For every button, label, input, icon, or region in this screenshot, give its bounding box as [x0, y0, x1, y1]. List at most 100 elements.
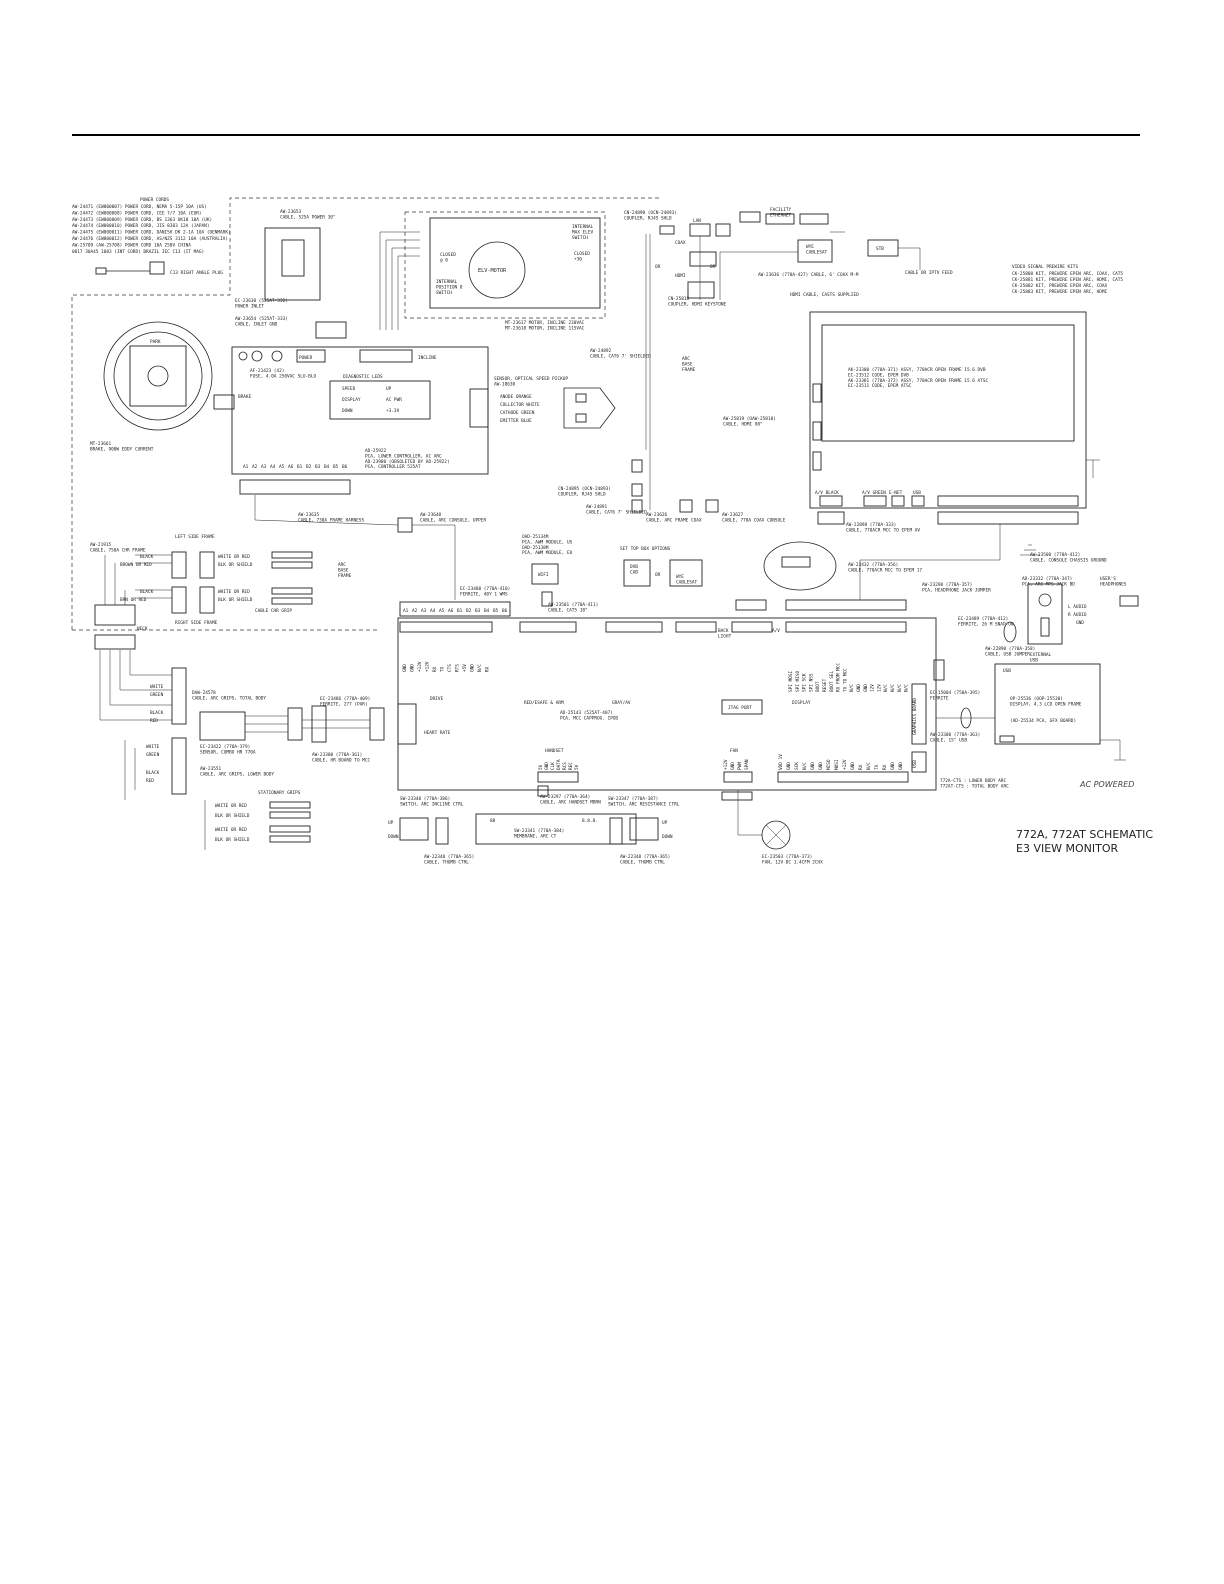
lower-ctrl-pin: B4 [324, 464, 330, 470]
or-label-3: OR [655, 572, 661, 578]
power-cord-item: AW-24472 (EW800008) POWER CORD, CEE 7/7 … [72, 210, 202, 216]
display-signal: RX FROM MCC [836, 663, 842, 692]
drive-signal: GND [402, 664, 408, 672]
gray-av-label: GRAY/AV [612, 700, 631, 706]
ac-powered-note: AC POWERED [1079, 780, 1134, 789]
handset-signal: 5V [538, 764, 544, 770]
drive-label: DRIVE [430, 696, 444, 702]
wire-blk-shield-4: BLK OR SHIELD [215, 837, 250, 843]
red-estafe-label: RED/ESAFE & ARM [524, 700, 564, 706]
wire-white-red-3: WHITE OR RED [215, 803, 247, 809]
drive-signal: RX [432, 666, 438, 672]
cathode-label: CATHODE GREEN [500, 410, 535, 416]
lower-signal: RX [882, 764, 888, 770]
mcc-top-pin: A5 [439, 608, 445, 614]
lower-ctrl-pin: B6 [342, 464, 348, 470]
lower-signal: +12V [842, 759, 848, 770]
wire-black-3: BLACK [150, 710, 164, 716]
diag-led-item: UP [386, 386, 392, 392]
fan-signal: GND [730, 762, 736, 770]
wire-blk-shield-3: BLK OR SHIELD [215, 813, 250, 819]
mcc-board-label: AD-25143 (525AT-407)PCA, MCC CAPPROG. IP… [560, 710, 619, 721]
wire-white-red-4: WHITE OR RED [215, 827, 247, 833]
display-signal: 12V [870, 684, 876, 692]
lower-ctrl-pin: A4 [270, 464, 276, 470]
display-assy-label: AK-23380 (770A-371) ASSY, 770ACR OPEN FR… [848, 367, 988, 389]
lower-signal: N/C [802, 762, 808, 770]
display-signal: SPI MOSI [788, 670, 794, 692]
down-label-right: DOWN [662, 834, 673, 840]
neck-label: NECK [137, 626, 148, 632]
thumb-left-label: AW-22348 (770A-365)CABLE, THUMB CTRL [424, 854, 474, 865]
display-signal: SPI SCK [802, 673, 808, 692]
video-kit-item: CK-25881 KIT, PREWIRE EPEN ARC, HDMI, CA… [1012, 277, 1123, 283]
display-888-label: 8.8.8. [582, 818, 598, 824]
coupler-shld-label: CN-24895 (OCN-24893)COUPLER, RJ45 SHLD [558, 486, 611, 497]
power-cord-item: AW-24475 (EW800011) POWER CORD, DANISH D… [72, 230, 231, 236]
display-signal: BOOT [815, 681, 821, 692]
display-signal: BOOT SEL [829, 670, 835, 692]
lower-ctrl-pin: B1 [297, 464, 303, 470]
gnd-label: GND [1076, 620, 1084, 626]
drive-signal: CTS [447, 664, 453, 672]
mcc-top-pin: A2 [412, 608, 418, 614]
membrane-label: SW-23341 (770A-384)MEMBRANE, ARC CT [514, 828, 564, 839]
handset-label: HANDSET [545, 748, 564, 754]
display-signal: RESET [822, 678, 828, 692]
wire-brown-red: BROWN OR RED [120, 562, 152, 568]
lower-signal: GND [890, 762, 896, 770]
ferrite-main-label: EC-23488 (770A-410)FERRITE, 40Y 1 WMS [460, 586, 510, 597]
headphone-usb: AW-23500 (770A-412)CABLE, CONSOLE CHASSI… [922, 544, 1139, 789]
lower-signal: SCK [794, 762, 800, 770]
lower-signal: GND [850, 762, 856, 770]
right-side-label: RIGHT SIDE FRAME [175, 620, 218, 626]
graphics-board-label: GRAPHICS BOARD [912, 698, 918, 735]
lower-ctrl-pin: A2 [252, 464, 258, 470]
diag-led-item: SPEED [342, 386, 356, 392]
lower-ctrl-pin: A1 [243, 464, 249, 470]
power-inlet-label: EC-23630 (525AT-332)POWER INLET [235, 298, 288, 309]
pca-jack-label: AD-23332 (770A-347)PCA, ARC MPS JACK BD [1022, 576, 1075, 587]
mcc-epem-17-label: AW-23432 (770A-356)CABLE, 770ACR MCC TO … [848, 562, 922, 573]
jtag-label: JTAG PORT [728, 705, 752, 711]
elv-motor-label: ELV-MOTOR [478, 268, 507, 274]
stb-label: STB [876, 246, 884, 252]
coax-label: COAX [675, 240, 686, 246]
drive-signal: GND [410, 664, 416, 672]
fan-signal: SPAN [744, 759, 750, 770]
video-kit-list: CK-25880 KIT, PREWIRE EPEN ARC, COAX, CA… [1012, 271, 1123, 295]
diag-led-item: DOWN [342, 408, 353, 414]
display-signal: N/C [904, 684, 910, 692]
sensor-combo-label: EC-23422 (770A-379)SENSOR, COMBO HR 770A [200, 744, 256, 755]
mcc-top-pin: B1 [457, 608, 463, 614]
ferrite-snap-label: EC-23489 (770A-412)FERRITE, 26 M SNAP-ON [958, 616, 1014, 627]
video-kits-heading: VIDEO SIGNAL PREWIRE KITS [1012, 264, 1078, 270]
diag-led-item: +3.3V [386, 408, 400, 414]
display-signal: GND [863, 684, 869, 692]
wire-white-1: WHITE [150, 684, 164, 690]
drive-signal: RTS [455, 664, 461, 672]
network-video: CN-24890 (OCN-24893)COUPLER, RJ45 SHLD L… [558, 207, 1123, 523]
or-label-1: OR [655, 264, 661, 270]
fan-signal: +12V [723, 759, 729, 770]
incline-conn-label: INCLINE [418, 355, 437, 361]
wire-green-1: GREEN [150, 692, 164, 698]
brake-conn-label: BRAKE [238, 394, 252, 400]
diag-led-item: DISPLAY [342, 397, 361, 403]
headphone-jack-label: AW-23298 (770A-357)PCA, HEADPHONE JACK J… [922, 582, 991, 593]
usb-cable-label: AW-23300 (770A-363)CABLE, 15" USB [930, 732, 980, 743]
video-kit-item: CK-25882 KIT, PREWIRE EPEN ARC, COAX [1012, 283, 1108, 289]
chassis-ground-label: AW-23500 (770A-412)CABLE, CONSOLE CHASSI… [1030, 552, 1107, 563]
usb-label: USB [913, 490, 921, 496]
